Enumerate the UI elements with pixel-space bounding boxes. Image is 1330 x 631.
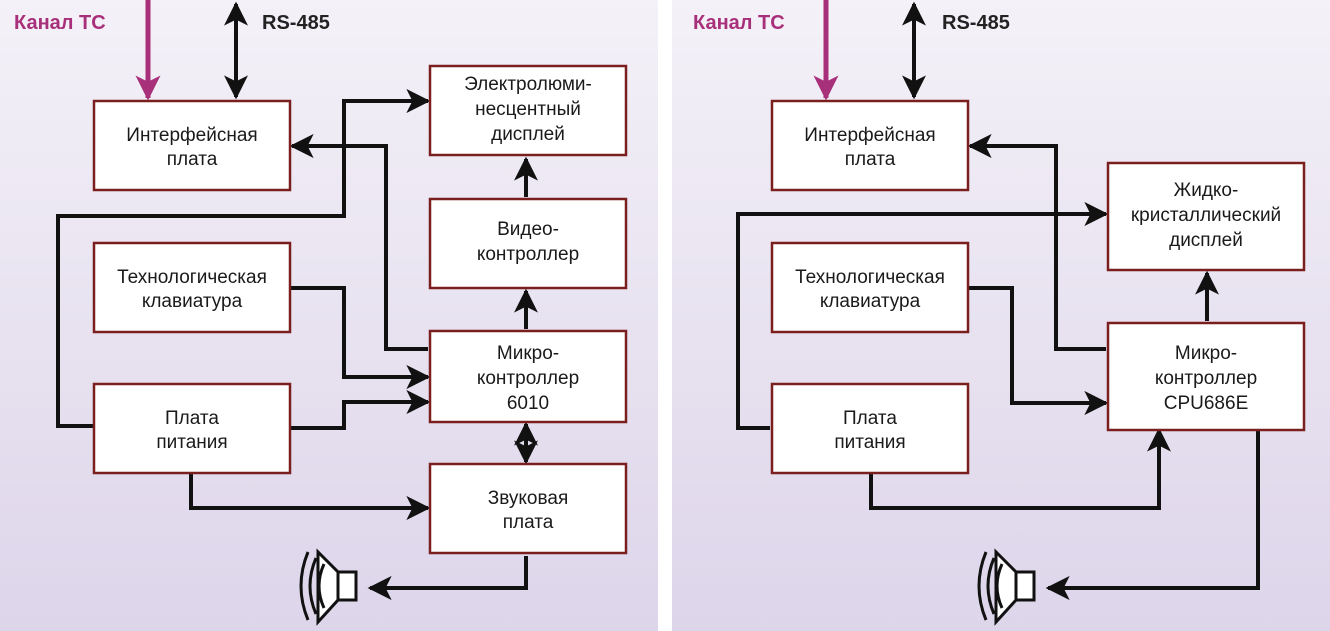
svg-text:Звуковая: Звуковая (488, 488, 568, 509)
svg-text:клавиатура: клавиатура (142, 291, 243, 312)
right-diagram: Канал ТС RS-485 Интерфейсная плата Жидко… (672, 0, 1330, 631)
wire-power-to-sound (189, 474, 431, 520)
interface-board-block: Интерфейсная плата (770, 99, 970, 192)
svg-text:дисплей: дисплей (1169, 230, 1243, 251)
svg-text:контроллер: контроллер (1155, 368, 1257, 389)
right-diagram-svg: Канал ТС RS-485 Интерфейсная плата Жидко… (693, 0, 1306, 626)
wire-sound-to-speaker (367, 556, 528, 600)
wire-power-to-display (736, 202, 1109, 430)
rs485-label: RS-485 (942, 12, 1010, 34)
wire-power-to-mcu (290, 390, 431, 430)
el-display-block: Электролюми- несцентный дисплей (428, 64, 628, 157)
svg-text:Плата: Плата (165, 408, 219, 429)
power-board-block: Плата питания (770, 382, 970, 475)
rs485-label: RS-485 (262, 12, 330, 34)
lcd-display-block: Жидко- кристаллический дисплей (1106, 161, 1306, 272)
svg-text:CPU686E: CPU686E (1164, 393, 1249, 414)
svg-text:дисплей: дисплей (491, 124, 565, 145)
svg-text:Плата: Плата (843, 408, 897, 429)
wire-power-to-mcu (869, 427, 1171, 510)
left-diagram: Канал ТС RS-485 Интерфейсная плата Элект… (0, 0, 658, 631)
svg-text:клавиатура: клавиатура (820, 291, 921, 312)
svg-text:плата: плата (167, 149, 218, 170)
interface-board-block: Интерфейсная плата (92, 99, 292, 192)
svg-text:плата: плата (845, 149, 896, 170)
keyboard-block: Технологическая клавиатура (92, 241, 292, 334)
svg-text:несцентный: несцентный (475, 99, 581, 120)
svg-text:Видео-: Видео- (497, 219, 559, 240)
svg-text:Микро-: Микро- (497, 343, 559, 364)
svg-text:Технологическая: Технологическая (795, 267, 945, 288)
svg-text:Интерфейсная: Интерфейсная (804, 125, 935, 146)
wire-mcu-to-speaker (1045, 431, 1260, 600)
svg-text:Технологическая: Технологическая (117, 267, 267, 288)
svg-text:Интерфейсная: Интерфейсная (126, 125, 257, 146)
microcontroller-block: Микро- контроллер CPU686E (1106, 321, 1306, 432)
speaker-icon (977, 548, 1036, 626)
svg-text:кристаллический: кристаллический (1131, 205, 1281, 226)
wire-mcu-to-interface (967, 134, 1106, 351)
video-controller-block: Видео- контроллер (428, 197, 628, 290)
svg-text:контроллер: контроллер (477, 368, 579, 389)
wire-keyboard-to-mcu (968, 286, 1109, 415)
microcontroller-block: Микро- контроллер 6010 (428, 329, 628, 424)
left-diagram-svg: Канал ТС RS-485 Интерфейсная плата Элект… (14, 0, 628, 626)
wire-power-loop (56, 195, 346, 428)
sound-board-block: Звуковая плата (428, 462, 628, 555)
svg-text:питания: питания (834, 432, 905, 453)
svg-text:6010: 6010 (507, 393, 549, 414)
speaker-icon (299, 548, 358, 626)
wire-mcu-to-interface (289, 134, 428, 351)
svg-text:Жидко-: Жидко- (1174, 180, 1239, 201)
channel-label: Канал ТС (14, 12, 106, 34)
wire-keyboard-to-mcu (290, 286, 431, 389)
channel-label: Канал ТС (693, 12, 785, 34)
svg-text:плата: плата (503, 512, 554, 533)
power-board-block: Плата питания (92, 382, 292, 475)
keyboard-block: Технологическая клавиатура (770, 241, 970, 334)
svg-text:контроллер: контроллер (477, 244, 579, 265)
svg-text:Микро-: Микро- (1175, 343, 1237, 364)
wire-power-to-display (342, 89, 431, 197)
svg-text:питания: питания (156, 432, 227, 453)
svg-text:Электролюми-: Электролюми- (464, 74, 592, 95)
